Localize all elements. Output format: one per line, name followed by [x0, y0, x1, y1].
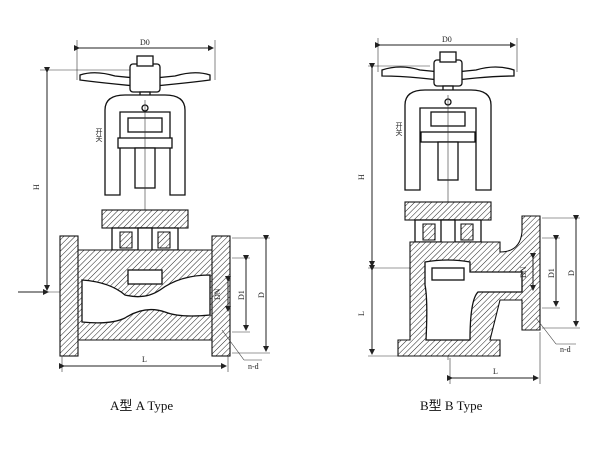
- a-open-close-mark: 开关: [95, 128, 103, 143]
- b-type-valve: D0 H L 开关: [357, 35, 580, 413]
- b-d1-label: D1: [547, 268, 556, 278]
- b-l-vertical-label: L: [357, 311, 366, 316]
- b-d-label: D: [567, 270, 576, 276]
- a-l-label: L: [142, 355, 147, 364]
- a-d1-label: D1: [237, 290, 246, 300]
- b-d0-label: D0: [442, 35, 452, 44]
- b-h-label: H: [357, 174, 366, 180]
- b-l-horizontal-label: L: [493, 367, 498, 376]
- a-d-label: D: [257, 292, 266, 298]
- b-dn-label: DN: [519, 266, 528, 278]
- b-nd-label: n-d: [560, 345, 571, 354]
- a-d0-label: D0: [140, 38, 150, 47]
- a-dn-label: DN: [213, 288, 222, 300]
- a-type-valve: D0 H 开关: [18, 38, 270, 413]
- a-h-label: H: [32, 184, 41, 190]
- a-type-caption: A型 A Type: [110, 398, 173, 413]
- b-type-caption: B型 B Type: [420, 398, 483, 413]
- b-open-close-mark: 开关: [395, 122, 403, 137]
- a-nd-label: n-d: [248, 362, 259, 371]
